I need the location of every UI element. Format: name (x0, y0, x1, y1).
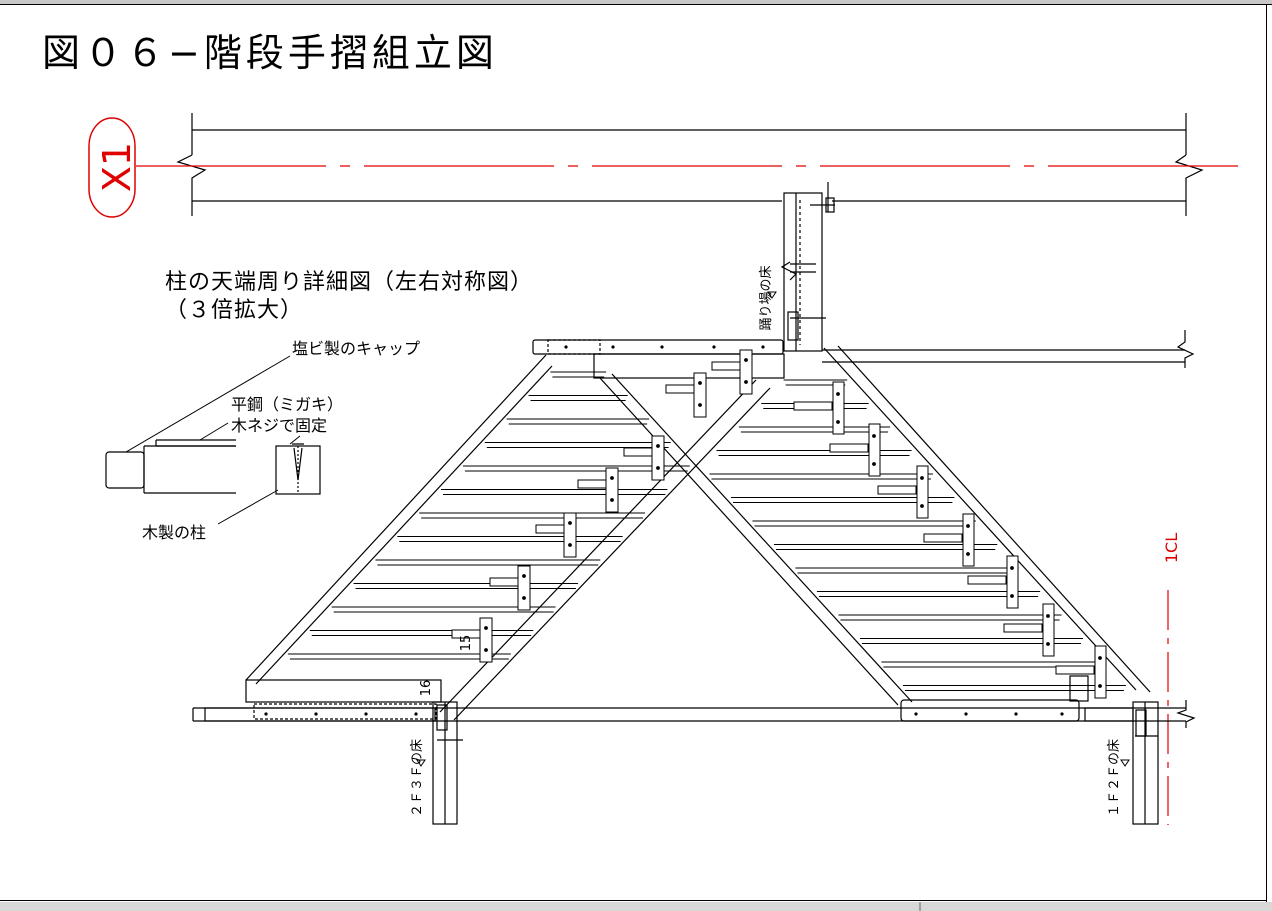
bracket-screw (698, 403, 702, 407)
bracket-arm (535, 524, 565, 534)
bracket-screw (698, 381, 702, 385)
bracket-screw (1010, 566, 1014, 570)
bracket-arm (829, 443, 869, 453)
top-bar (0, 0, 1272, 4)
bracket-arm (877, 485, 917, 495)
step-bracket (916, 465, 929, 519)
step-bracket (605, 467, 619, 513)
bracket-screw (872, 434, 876, 438)
bracket-screw (920, 504, 924, 508)
right-step-brackets (793, 381, 1107, 699)
step-bracket (1042, 603, 1055, 657)
bracket-arm (665, 384, 695, 394)
landing-floor (822, 330, 1195, 368)
centerline: 1CL (1162, 533, 1181, 825)
bracket-screw (744, 380, 748, 384)
step-bracket (1006, 555, 1019, 609)
bracket-screw (836, 392, 840, 396)
bracket-screw (610, 498, 614, 502)
floor-2f3f (192, 700, 1196, 728)
bracket-screw (522, 596, 526, 600)
dim-left-2: 16 (419, 680, 434, 697)
bracket-screw (920, 476, 924, 480)
handrail-caps (245, 339, 1134, 722)
bracket-screw (656, 444, 660, 448)
bracket-arm (711, 361, 741, 371)
landing-post (780, 182, 835, 352)
step-bracket (868, 423, 881, 477)
bracket-screw (966, 524, 970, 528)
lower-left-post (432, 701, 463, 825)
cap-label: 塩ビ製のキャップ (292, 339, 420, 358)
upper-wall (176, 113, 1204, 216)
dim-left-1: 15 (459, 635, 474, 652)
right-infill-bars (709, 379, 1126, 691)
flatbar-label: 平鋼（ミガキ） (231, 395, 343, 414)
bracket-arm (967, 575, 1007, 585)
bracket-arm (451, 629, 481, 639)
step-bracket (563, 512, 577, 558)
drawing-title: 図０６−階段手摺組立図 (42, 31, 498, 75)
left-infill-bars (287, 371, 690, 660)
bracket-screw (744, 358, 748, 362)
bracket-arm (577, 479, 607, 489)
railing-outline (245, 345, 1151, 721)
step-bracket (517, 565, 531, 611)
bracket-screw (484, 648, 488, 652)
bracket-screw (522, 574, 526, 578)
step-bracket (739, 349, 753, 395)
cap-screws (264, 345, 1064, 716)
step-bracket (693, 372, 707, 418)
bracket-screw (1098, 656, 1102, 660)
post-label: 木製の柱 (142, 523, 206, 542)
bracket-arm (1055, 665, 1095, 675)
bracket-arm (793, 401, 833, 411)
bracket-screw (836, 420, 840, 424)
bracket-arm (1003, 623, 1043, 633)
bracket-arm (489, 577, 519, 587)
bracket-screw (484, 626, 488, 630)
detail-heading-2: （３倍拡大） (165, 298, 303, 323)
gridline-bubble (88, 117, 136, 218)
centerline-label: 1CL (1162, 533, 1181, 563)
screw-label: 木ネジで固定 (231, 416, 327, 435)
floor-1f2f-label: １Ｆ２Ｆの床 (1107, 739, 1122, 817)
bracket-screw (1046, 642, 1050, 646)
bracket-screw (568, 521, 572, 525)
bracket-screw (872, 462, 876, 466)
bracket-screw (656, 466, 660, 470)
bracket-arm (923, 533, 963, 543)
step-bracket (962, 513, 975, 567)
bracket-screw (1046, 614, 1050, 618)
gridline-label: X1 (95, 142, 139, 192)
gridline-x1: X1 (88, 117, 1245, 218)
floor-2f3f-label: ２Ｆ３Ｆの床 (410, 739, 425, 817)
detail-heading-1: 柱の天端周り詳細図（左右対称図） (165, 270, 533, 295)
detail-leaders (125, 355, 301, 525)
step-bracket (832, 381, 845, 435)
step-bracket (1094, 645, 1107, 699)
bracket-screw (1098, 684, 1102, 688)
step-bracket (479, 617, 493, 663)
bracket-arm (623, 447, 653, 457)
bracket-screw (966, 552, 970, 556)
bracket-screw (568, 543, 572, 547)
left-step-brackets (451, 349, 753, 663)
detail-cap-assembly (105, 439, 321, 495)
step-bracket (651, 435, 665, 481)
bracket-screw (610, 476, 614, 480)
landing-floor-label: 踊り場の床 (759, 265, 774, 330)
bracket-screw (1010, 594, 1014, 598)
lower-right-post (1132, 701, 1159, 825)
